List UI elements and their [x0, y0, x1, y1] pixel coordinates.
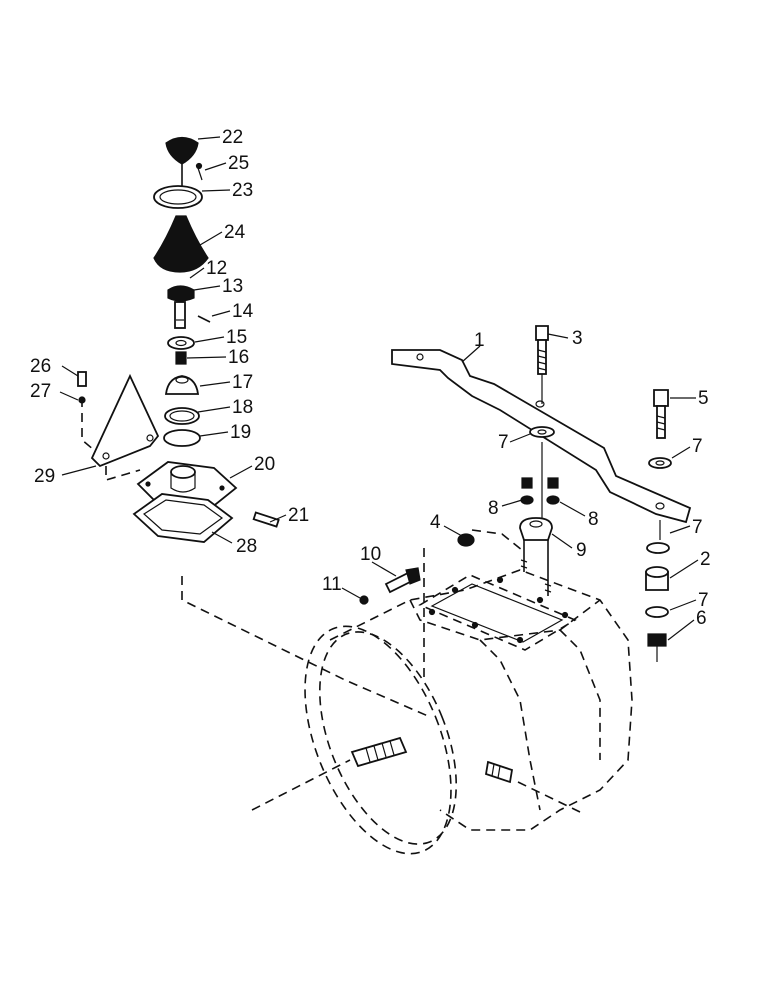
callout-5: 5 — [698, 388, 709, 409]
callout-2: 2 — [700, 549, 711, 570]
callout-14: 14 — [232, 301, 254, 322]
callout-11: 11 — [322, 574, 342, 595]
callout-26: 26 — [30, 356, 51, 377]
callout-27: 27 — [30, 381, 51, 402]
callout-24: 24 — [224, 222, 246, 243]
callout-10: 10 — [360, 544, 381, 565]
callout-13: 13 — [222, 276, 243, 297]
callout-25: 25 — [228, 153, 249, 174]
callout-3: 3 — [572, 328, 583, 349]
callout-22: 22 — [222, 127, 243, 148]
callout-8b: 8 — [588, 509, 599, 530]
callout-9: 9 — [576, 540, 587, 561]
callout-20: 20 — [254, 454, 275, 475]
callout-7b: 7 — [692, 436, 703, 457]
callout-12: 12 — [206, 258, 227, 279]
callout-labels: 22 25 23 24 12 13 14 15 16 17 18 19 20 2… — [30, 127, 711, 629]
callout-28: 28 — [236, 536, 257, 557]
callout-21: 21 — [288, 505, 309, 526]
gearbox-housing — [181, 569, 633, 855]
gear-lever-assembly — [77, 136, 280, 543]
callout-7c: 7 — [692, 517, 703, 538]
callout-6: 6 — [696, 608, 707, 629]
callout-17: 17 — [232, 372, 253, 393]
callout-29: 29 — [34, 466, 55, 487]
callout-1: 1 — [474, 330, 485, 351]
support-bracket-assembly — [359, 325, 692, 680]
callout-15: 15 — [226, 327, 247, 348]
callout-23: 23 — [232, 180, 253, 201]
callout-4: 4 — [430, 512, 441, 533]
callout-7d: 7 — [698, 590, 709, 611]
callout-16: 16 — [228, 347, 249, 368]
callout-7a: 7 — [498, 432, 509, 453]
callout-18: 18 — [232, 397, 253, 418]
leader-lines — [59, 136, 699, 641]
callout-19: 19 — [230, 422, 251, 443]
callout-8a: 8 — [488, 498, 499, 519]
